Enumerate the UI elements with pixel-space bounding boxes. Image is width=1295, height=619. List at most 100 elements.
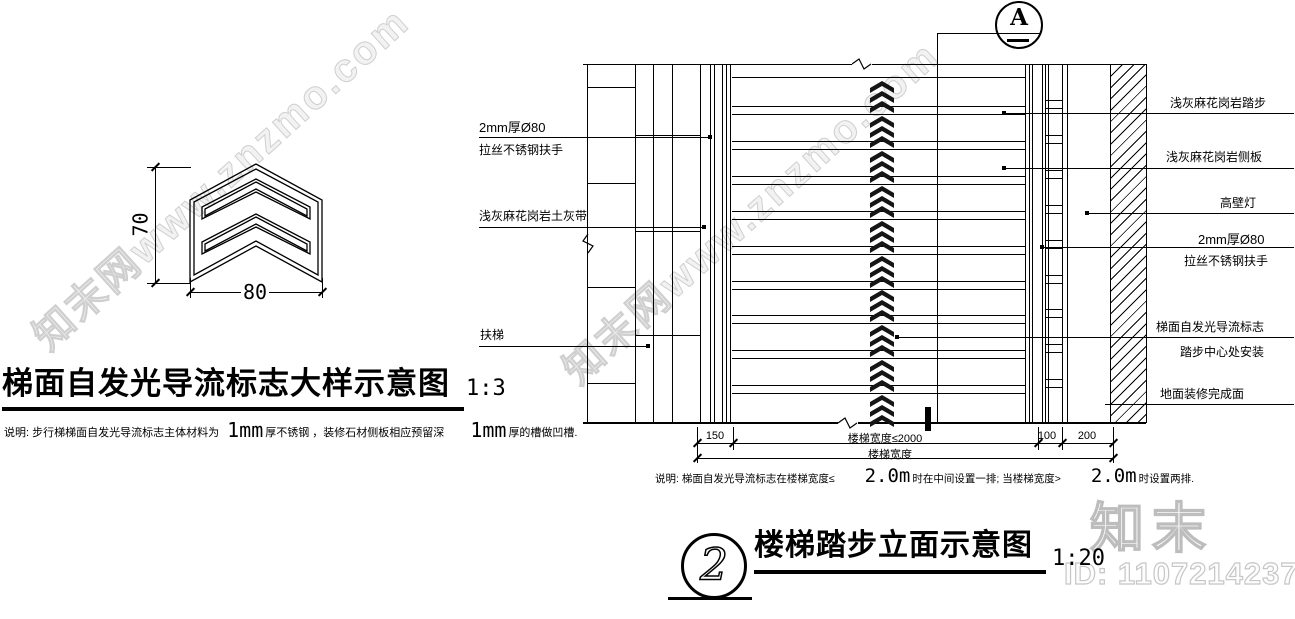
tread-line	[732, 323, 1025, 325]
baluster-rung-line	[1045, 274, 1062, 276]
chevron-sign-detail-icon	[188, 160, 324, 286]
note-thickness: 1mm	[470, 418, 507, 442]
detail-scale: 1:3	[466, 376, 506, 401]
elevation-note: 说明: 梯面自发光导流标志在楼梯宽度≤ 2.0m 时在中间设置一排; 当楼梯宽度…	[655, 467, 1194, 486]
wall-hatch	[1110, 64, 1147, 423]
leader-line	[479, 227, 706, 228]
label-sign-line2: 踏步中心处安装	[1180, 345, 1265, 359]
wall-panel-joint-line	[588, 287, 635, 288]
wall-panel-joint-line	[672, 64, 673, 422]
chevron-marker-icon	[870, 185, 894, 219]
dim-value-stair-width: 楼梯宽度≤2000	[847, 433, 923, 445]
baluster-rung-line	[1045, 204, 1062, 206]
wall-panel-joint-line	[588, 383, 635, 384]
label-stair: 扶梯	[480, 328, 505, 342]
handrail-post-line	[1062, 64, 1063, 422]
note-text: 说明: 步行梯梯面自发光导流标志主体材料为	[4, 427, 220, 439]
callout-letter: A	[1010, 4, 1028, 31]
dim-value-150: 150	[705, 430, 725, 442]
dim-value-200: 200	[1077, 430, 1097, 442]
leader-line	[897, 337, 1294, 338]
leader-line	[479, 346, 650, 347]
tread-line	[732, 183, 1025, 185]
baluster-rung-line	[1045, 282, 1062, 284]
chevron-marker-icon	[870, 115, 894, 149]
dim-extension-line	[697, 427, 698, 450]
leader-dot	[1085, 211, 1089, 215]
wall-panel-joint-line	[636, 335, 700, 336]
baluster-rung-line	[1045, 239, 1062, 241]
note-thickness: 1mm	[227, 418, 264, 442]
leader-dot	[1002, 111, 1006, 115]
dim-extension-line	[1062, 427, 1063, 450]
title-underline-extension	[668, 597, 752, 600]
note-text: 厚的槽做凹槽.	[508, 427, 578, 439]
baluster-rung-line	[1045, 142, 1062, 144]
label-tread: 浅灰麻花岗岩踏步	[1170, 96, 1267, 110]
label-handrail-spec-left: 2mm厚Ø80	[479, 120, 546, 135]
tread-line	[732, 218, 1025, 220]
leader-dot	[1002, 166, 1006, 170]
wall-panel-joint-line	[653, 64, 654, 422]
leader-line	[1087, 213, 1294, 214]
label-handrail-spec-right: 2mm厚Ø80	[1198, 232, 1265, 247]
label-floor-finish: 地面装修完成面	[1160, 387, 1245, 401]
leader-dot	[646, 344, 650, 348]
handrail-post-line	[1042, 64, 1043, 422]
baluster-rung-line	[1045, 247, 1062, 249]
leader-dot	[702, 225, 706, 229]
baluster-rung-line	[1045, 344, 1062, 346]
handrail-post-line	[722, 64, 723, 422]
overall-dim-line	[697, 458, 1113, 459]
chevron-marker-icon	[870, 150, 894, 184]
chevron-marker-icon	[870, 80, 894, 114]
elevation-title: 楼梯踏步立面示意图	[754, 529, 1033, 562]
dim-line	[697, 443, 1113, 444]
drawing-number-bubble: 2	[681, 533, 747, 599]
note-width: 2.0m	[864, 465, 911, 487]
chevron-marker-icon	[870, 255, 894, 289]
handrail-post-line	[1067, 64, 1068, 422]
handrail-post-line	[1048, 64, 1049, 422]
leader-line	[1105, 404, 1294, 405]
baluster-rung-line	[1045, 100, 1062, 101]
overall-dim-label: 楼梯宽度	[868, 449, 912, 461]
callout-divider-line	[937, 33, 1041, 34]
wall-panel-joint-line	[588, 87, 635, 88]
note-text: 说明: 梯面自发光导流标志在楼梯宽度≤	[655, 473, 835, 485]
baluster-rung-line	[1045, 387, 1062, 389]
section-cut-mark	[925, 407, 931, 431]
wall-panel-joint-line	[587, 64, 588, 422]
dim-extension-line	[147, 283, 191, 284]
chevron-marker-icon	[870, 394, 894, 428]
baluster-rung-line	[1045, 134, 1062, 136]
baluster-rung-line	[1045, 108, 1062, 109]
callout-leader-line	[937, 33, 938, 423]
tread-line	[732, 358, 1025, 360]
detail-note: 说明: 步行梯梯面自发光导流标志主体材料为 1mm 厚不锈钢 ，装修石材侧板相应…	[4, 420, 578, 440]
baluster-rung-line	[1045, 169, 1062, 171]
tread-line	[732, 288, 1025, 290]
break-symbol	[838, 415, 858, 431]
dim-value-height: 70	[128, 212, 153, 237]
drawing-number: 2	[699, 539, 729, 592]
dim-extension-line	[190, 278, 191, 298]
tread-line	[732, 77, 1025, 78]
leader-line	[1004, 113, 1294, 114]
baluster-rung-line	[1045, 309, 1062, 311]
tread-line	[732, 148, 1025, 150]
baluster-rung-line	[1045, 212, 1062, 214]
callout-dash	[1007, 39, 1029, 42]
dim-extension-line	[1113, 427, 1114, 450]
wall-panel-joint-line	[635, 64, 636, 422]
floor-line	[583, 422, 1146, 424]
elevation-scale: 1:20	[1052, 546, 1105, 571]
handrail-post-line	[726, 64, 727, 422]
handrail-post-line	[1025, 64, 1026, 422]
dim-value-100: 100	[1037, 430, 1057, 442]
tread-line	[732, 393, 1025, 395]
label-handrail-name-left: 拉丝不锈钢扶手	[479, 143, 564, 157]
handrail-post-line	[1032, 64, 1033, 422]
baluster-rung-line	[1045, 177, 1062, 179]
dim-extension-line	[147, 167, 191, 168]
